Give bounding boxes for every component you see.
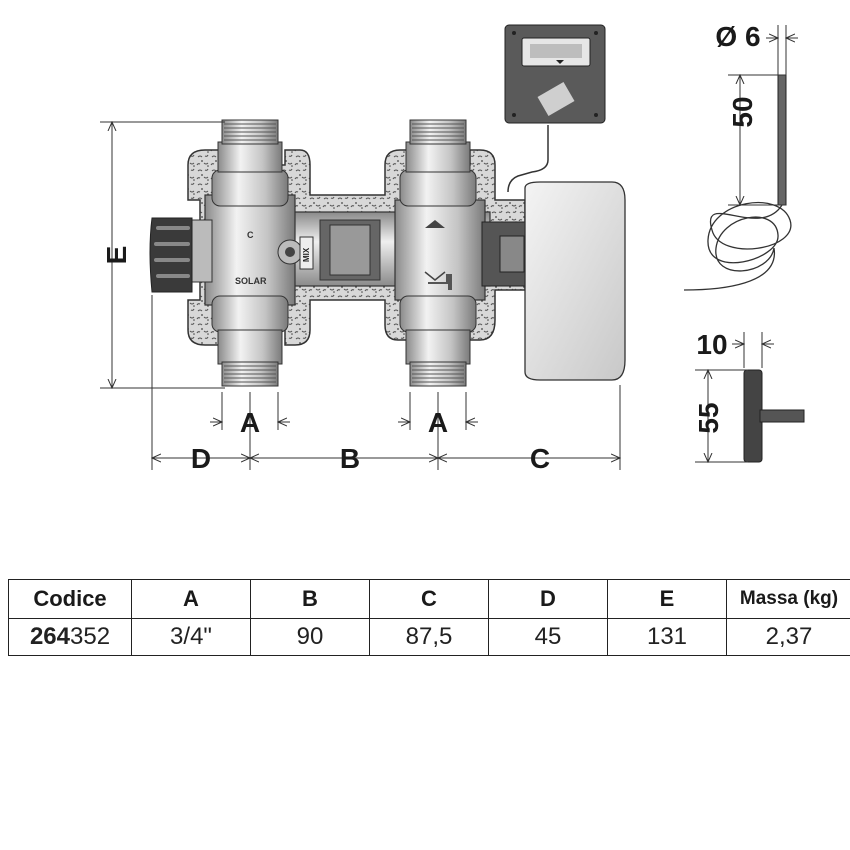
display-unit	[504, 24, 606, 124]
label-D: D	[191, 443, 211, 474]
technical-drawing: C SOLAR MIX	[100, 21, 805, 474]
header-C: C	[369, 579, 489, 619]
right-upper-union	[399, 119, 477, 207]
dimension-lines	[100, 25, 798, 470]
label-handle-height: 55	[693, 402, 724, 433]
header-massa: Massa (kg)	[726, 579, 850, 619]
cell-massa: 2,37	[726, 618, 850, 656]
cell-codice: 264352	[8, 618, 132, 656]
label-handle-width: 10	[696, 329, 727, 360]
label-probe-diameter: Ø 6	[715, 21, 760, 52]
cell-B: 90	[250, 618, 370, 656]
header-E: E	[607, 579, 727, 619]
cell-A: 3/4"	[131, 618, 251, 656]
solar-mark: SOLAR	[235, 276, 267, 286]
valve-assembly: C SOLAR MIX	[149, 24, 626, 387]
controller-housing	[524, 181, 626, 381]
header-D: D	[488, 579, 608, 619]
label-A-right: A	[428, 407, 448, 438]
label-A-left: A	[240, 407, 260, 438]
code-prefix: 264	[29, 623, 70, 650]
header-A: A	[131, 579, 251, 619]
mix-mark: MIX	[302, 247, 311, 262]
dimension-labels: E A A D B C Ø 6 50 10 55	[101, 21, 761, 474]
left-lower-union	[211, 295, 289, 387]
tap-icon	[428, 274, 452, 290]
handle-detail	[743, 369, 805, 463]
cell-E: 131	[607, 618, 727, 656]
table-row: 264352 3/4" 90 87,5 45 131 2,37	[8, 618, 850, 656]
cell-D: 45	[488, 618, 608, 656]
label-B: B	[340, 443, 360, 474]
spec-table: Codice A B C D E Massa (kg) 264352 3/4" …	[8, 579, 850, 656]
cell-C: 87,5	[369, 618, 489, 656]
label-C: C	[530, 443, 550, 474]
cold-mark: C	[247, 230, 254, 240]
adjustment-knob	[149, 217, 213, 293]
right-valve-body	[394, 199, 486, 301]
label-probe-length: 50	[727, 96, 758, 127]
label-E: E	[101, 246, 132, 265]
code-suffix: 352	[70, 623, 111, 650]
left-upper-union	[211, 119, 289, 207]
header-B: B	[250, 579, 370, 619]
header-codice: Codice	[8, 579, 132, 619]
right-lower-union	[399, 295, 477, 387]
spec-table-header-row: Codice A B C D E Massa (kg)	[8, 579, 850, 619]
